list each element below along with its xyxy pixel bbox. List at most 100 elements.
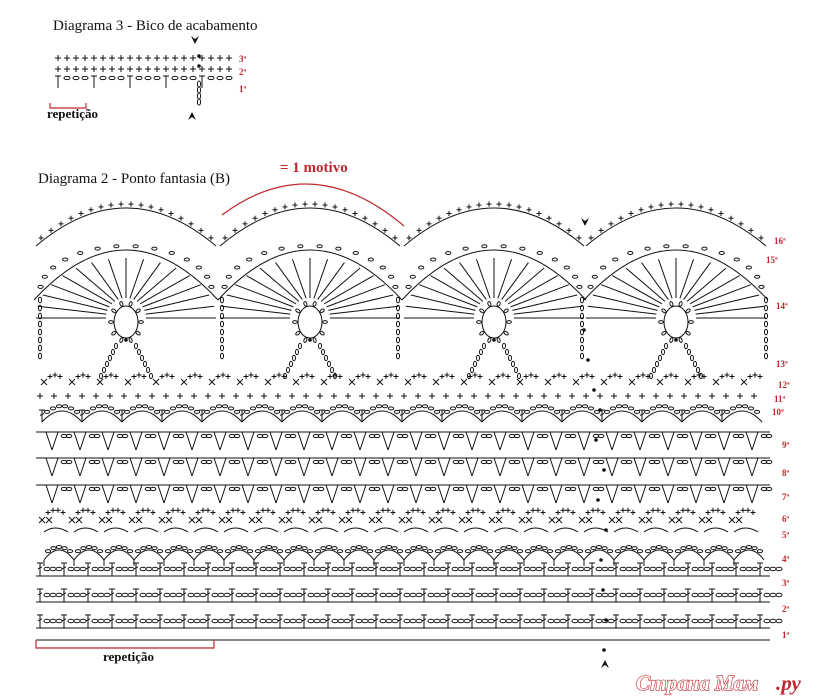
- chain-stitch: [513, 409, 521, 414]
- dc-stitch: [409, 457, 417, 477]
- chain-stitch: [207, 75, 215, 81]
- chain-stitch: [603, 409, 611, 414]
- chain-stitch: [655, 592, 663, 598]
- chain-stitch: [283, 592, 291, 598]
- chain-stitch: [691, 566, 699, 572]
- sc-stitch: [668, 516, 676, 524]
- chain-stitch: [153, 409, 161, 414]
- outer-arc: [219, 207, 401, 247]
- chain-stitch: [703, 618, 711, 624]
- dc-stitch: [465, 484, 473, 504]
- dc-stitch: [445, 566, 451, 570]
- chain-stitch: [74, 549, 82, 554]
- chain-stitch: [487, 337, 492, 343]
- chain-stitch: [228, 459, 236, 465]
- dc-stitch: [421, 592, 427, 596]
- chain-stitch: [505, 545, 513, 549]
- chain-stitch: [221, 284, 228, 289]
- chain-stitch: [620, 433, 628, 439]
- chain-stitch: [149, 459, 157, 465]
- chain-stitch: [631, 566, 639, 572]
- chain-stitch: [220, 328, 224, 336]
- dc-stitch: [611, 457, 619, 477]
- chain-stitch: [208, 284, 215, 289]
- chain-stitch: [205, 433, 213, 439]
- chain-stitch: [507, 406, 515, 411]
- chain-stitch: [307, 618, 315, 624]
- chain-stitch: [330, 366, 334, 374]
- chain-stitch: [485, 433, 493, 439]
- chain-stitch: [481, 244, 488, 249]
- slip-stitch: [197, 54, 201, 58]
- chain-stitch: [649, 592, 657, 598]
- chain-stitch: [153, 75, 161, 81]
- chain-stitch: [508, 433, 516, 439]
- chain-stitch: [593, 409, 601, 414]
- chain-stitch: [331, 618, 339, 624]
- chain-stitch: [429, 433, 437, 439]
- chain-stitch: [72, 75, 80, 81]
- sc-stitch: [38, 516, 46, 524]
- chain-stitch: [43, 592, 51, 598]
- chain-stitch: [699, 372, 703, 380]
- chain-stitch: [187, 618, 195, 624]
- chain-stitch: [95, 404, 103, 409]
- fan-stitch: [91, 262, 119, 300]
- chain-stitch: [343, 566, 351, 572]
- chain-stitch: [103, 618, 111, 624]
- dc-stitch: [639, 412, 645, 416]
- chain-stitch: [247, 566, 255, 572]
- chain-stitch: [427, 592, 435, 598]
- fan-stitch: [329, 305, 399, 315]
- chain-stitch: [487, 618, 495, 624]
- dc-stitch: [109, 566, 115, 570]
- chain-stitch: [113, 409, 121, 414]
- outer-arc: [403, 207, 585, 247]
- dc-stitch: [181, 566, 187, 570]
- dc-stitch: [205, 592, 211, 596]
- diagram2-row-1: 1ª: [782, 630, 790, 640]
- chain-stitch: [65, 433, 73, 439]
- sc-stitch: [615, 516, 623, 524]
- fan-stitch: [694, 294, 760, 311]
- dc-stitch: [219, 457, 227, 477]
- dc-stitch: [109, 592, 115, 596]
- diagram3-row-1: 1ª: [239, 84, 247, 94]
- chain-stitch: [271, 618, 279, 624]
- chain-stitch: [292, 320, 298, 324]
- chain-stitch: [151, 566, 159, 572]
- dc-stitch: [373, 592, 379, 596]
- chain-stitch: [676, 459, 684, 465]
- dc-stitch: [109, 618, 115, 622]
- chain-stitch: [215, 404, 223, 409]
- chain-stitch: [648, 486, 656, 492]
- dc-stitch: [443, 431, 451, 451]
- chain-stitch: [661, 404, 669, 409]
- dc-stitch: [381, 431, 389, 451]
- sc-stitch: [375, 516, 383, 524]
- chain-stitch: [678, 301, 683, 307]
- chain-stitch: [361, 618, 369, 624]
- sc-stitch: [600, 378, 608, 386]
- dc-stitch: [695, 457, 703, 477]
- dc-stitch: [213, 457, 221, 477]
- dc-stitch: [555, 457, 563, 477]
- chain-stitch: [295, 618, 303, 624]
- chain-stitch: [713, 409, 721, 414]
- chain-stitch: [102, 366, 106, 374]
- dc-stitch: [219, 431, 227, 451]
- chain-stitch: [631, 546, 638, 551]
- chain-stitch: [283, 618, 291, 624]
- chain-stitch: [128, 337, 133, 343]
- dc-stitch: [565, 618, 571, 622]
- chain-stitch: [217, 566, 225, 572]
- dc-stitch: [733, 566, 739, 570]
- dc-stitch: [277, 592, 283, 596]
- chain-stitch: [345, 486, 353, 492]
- chain-stitch: [769, 618, 777, 624]
- chain-arch: [403, 549, 435, 561]
- sc-stitch: [428, 516, 436, 524]
- chain-stitch: [775, 566, 783, 572]
- dc-stitch: [541, 618, 547, 622]
- chain-stitch: [141, 404, 149, 409]
